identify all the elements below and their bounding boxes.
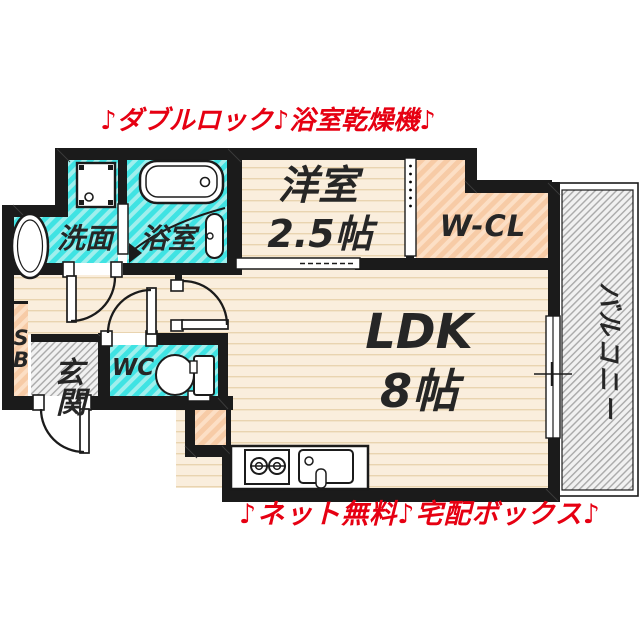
room-labels: 洗面 浴室 洋室 2.5帖 W-CL LDK 8帖 WC 玄 関 S B バルコ… bbox=[13, 163, 624, 422]
walkin-closet-label: W-CL bbox=[440, 209, 526, 243]
door-direction-arrow bbox=[129, 243, 142, 263]
door-leaf bbox=[66, 275, 77, 323]
door-leaf bbox=[79, 408, 90, 454]
fixtures bbox=[10, 159, 370, 491]
door-swing-arc bbox=[39, 408, 85, 454]
banner-top: ♪ダブルロック♪浴室乾燥機♪ bbox=[100, 106, 436, 136]
shoebox-floor bbox=[10, 303, 28, 396]
stove-icon bbox=[244, 449, 290, 485]
washroom-door bbox=[62, 261, 123, 323]
door-leaf bbox=[146, 287, 157, 335]
sink-icon bbox=[298, 449, 354, 489]
entrance-door bbox=[32, 394, 92, 454]
western-room-label: 洋室 bbox=[278, 163, 364, 209]
washroom-label: 洗面 bbox=[57, 222, 118, 255]
walls bbox=[2, 148, 560, 502]
walkin-closet-floor bbox=[416, 160, 548, 258]
door-swing-arc bbox=[106, 288, 152, 334]
bathroom-folding-door bbox=[117, 203, 226, 263]
western-room-sliding-door bbox=[235, 257, 361, 270]
western-room-size-label: 2.5帖 bbox=[267, 212, 378, 256]
door-swing-arc bbox=[182, 279, 229, 326]
entrance-label-char1: 玄 bbox=[54, 356, 89, 391]
banner-bottom: ♪ネット無料♪宅配ボックス♪ bbox=[239, 499, 601, 530]
closet-sliding-door bbox=[404, 157, 417, 257]
toilet-icon bbox=[155, 354, 215, 402]
kitchen-counter bbox=[229, 444, 370, 491]
ldk-size-label: 8帖 bbox=[380, 364, 465, 418]
wc-door bbox=[100, 287, 158, 347]
ldk-label: LDK bbox=[365, 304, 476, 360]
bathtub-icon bbox=[138, 159, 225, 205]
door-swing-arc bbox=[130, 207, 226, 253]
storage-alcove-floor bbox=[195, 410, 226, 445]
balcony-railing bbox=[561, 189, 634, 491]
entrance-floor bbox=[31, 342, 98, 396]
balcony-label: バルコニー bbox=[595, 282, 624, 422]
door-leaf bbox=[181, 319, 229, 330]
western-room-floor bbox=[242, 160, 405, 260]
ldk-door bbox=[170, 279, 229, 332]
entrance-label-char2: 関 bbox=[56, 386, 91, 421]
doors bbox=[32, 157, 417, 454]
balcony-window bbox=[534, 315, 572, 439]
washing-machine-icon bbox=[75, 161, 117, 209]
washbasin-icon bbox=[10, 212, 50, 280]
shoebox-label-char2: B bbox=[13, 348, 29, 372]
shoebox-label-char1: S bbox=[13, 326, 28, 350]
bathroom-counter-icon bbox=[205, 213, 224, 259]
balcony bbox=[557, 182, 639, 497]
door-swing-arc bbox=[70, 276, 117, 323]
bathroom-label: 浴室 bbox=[140, 222, 200, 255]
wc-label: WC bbox=[112, 355, 154, 381]
